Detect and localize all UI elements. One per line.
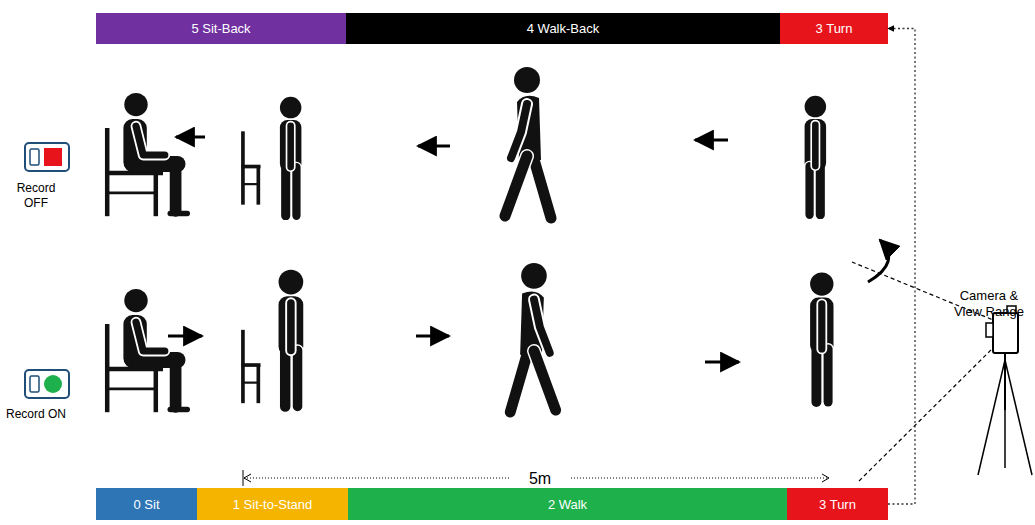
dimension-label: 5m [510,469,570,488]
camera-symbol [852,262,1032,482]
seated-person [105,93,187,216]
phase-label: 3 Turn [819,497,856,512]
record-label: Record ON [4,407,68,422]
chair [241,131,260,204]
phase-band: 0 Sit [96,488,197,520]
direction-arrow [695,139,728,142]
walking-person [505,67,551,218]
direction-arrow [176,136,205,139]
seated-person [105,289,187,412]
standing-person [805,96,826,215]
phase-band: 4 Walk-Back [346,13,780,44]
direction-arrow [418,145,450,148]
record-on-icon [25,370,69,398]
phase-label: 2 Walk [548,497,587,512]
phase-label: 0 Sit [133,497,159,512]
phase-band: 1 Sit-to-Stand [197,488,348,520]
record-off-icon [25,143,69,171]
standing-person [279,270,304,407]
phase-label: 5 Sit-Back [191,21,250,36]
phase-band: 3 Turn [780,13,888,44]
standing-person [810,272,833,402]
phase-band: 3 Turn [787,488,888,520]
chair [241,330,260,403]
phase-band: 5 Sit-Back [96,13,346,44]
phase-label: 1 Sit-to-Stand [233,497,313,512]
loop-connector [888,29,915,505]
direction-arrow [416,335,449,338]
camera-label: Camera & View Range [946,288,1032,320]
phase-band: 2 Walk [348,488,787,520]
direction-arrow [705,361,739,364]
direction-arrow [168,335,202,338]
phase-label: 3 Turn [816,21,853,36]
record-label: Record OFF [4,181,68,211]
standing-person [280,97,301,216]
phase-label: 4 Walk-Back [527,21,599,36]
walking-person [510,263,555,412]
